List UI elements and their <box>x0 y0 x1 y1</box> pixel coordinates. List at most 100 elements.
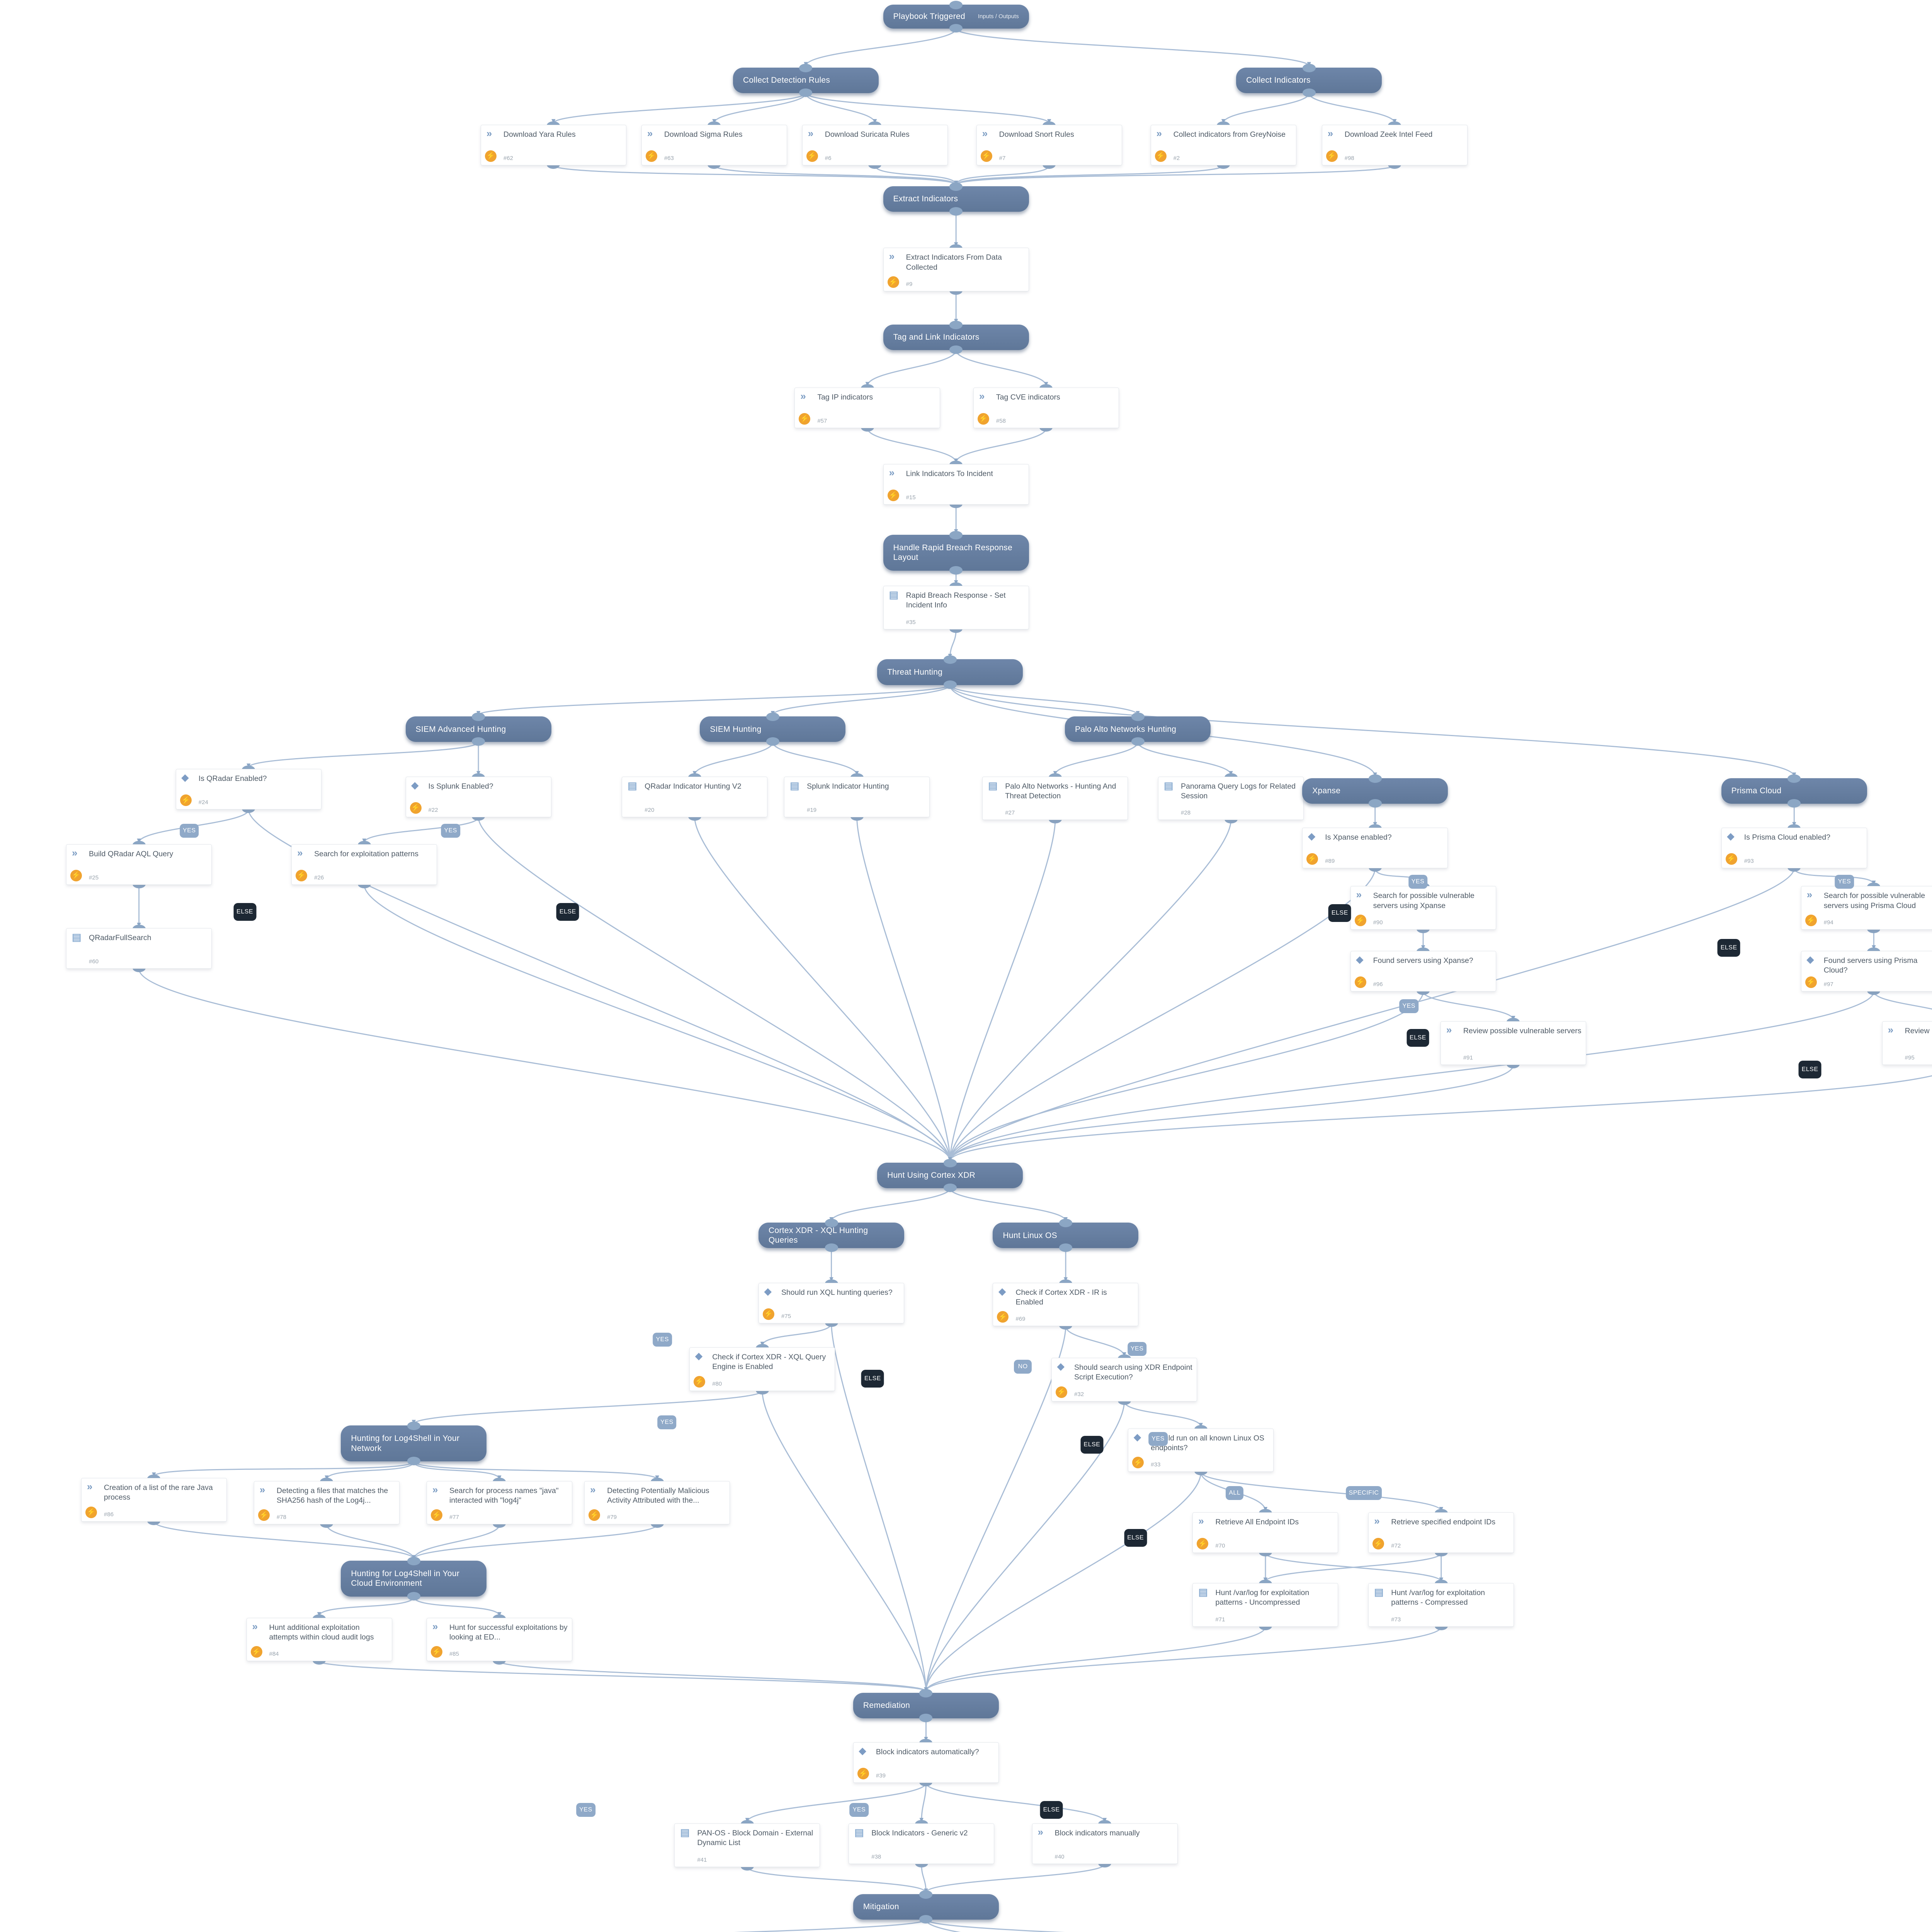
task-is-splunk-enabled[interactable]: ◆Is Splunk Enabled?⚡#22 <box>405 776 551 817</box>
task-check-cortex-xdr-ir[interactable]: ◆Check if Cortex XDR - IR is Enabled⚡#69 <box>993 1282 1139 1327</box>
task-hunt-varlog-compressed[interactable]: ▤Hunt /var/log for exploitation patterns… <box>1368 1583 1514 1627</box>
task-is-qradar-enabled[interactable]: ◆Is QRadar Enabled?⚡#24 <box>175 769 321 810</box>
section-title: Threat Hunting <box>887 667 943 677</box>
edge-label-b-linux-specific: SPECIFIC <box>1345 1486 1382 1500</box>
section-tag-and-link-indicators[interactable]: Tag and Link Indicators <box>883 324 1029 350</box>
task-title: Should run on all known Linux OS endpoin… <box>1151 1434 1265 1452</box>
task-rbr-set-incident-info[interactable]: ▤Rapid Breach Response - Set Incident In… <box>883 586 1029 629</box>
task-number: #93 <box>1744 857 1754 864</box>
task-title: Should run XQL hunting queries? <box>781 1288 893 1297</box>
sub-playbook-icon: ▤ <box>790 779 799 791</box>
section-xpanse[interactable]: Xpanse <box>1302 778 1448 804</box>
task-block-indicators-generic-v2[interactable]: ▤Block Indicators - Generic v2#38 <box>849 1823 995 1864</box>
section-handle-rbr-layout[interactable]: Handle Rapid Breach Response Layout <box>883 534 1029 571</box>
section-extract-indicators[interactable]: Extract Indicators <box>883 186 1029 212</box>
task-retrieve-all-endpoint-ids[interactable]: »Retrieve All Endpoint IDs⚡#70 <box>1192 1512 1338 1553</box>
task-xpanse-search-vulnerable[interactable]: »Search for possible vulnerable servers … <box>1350 886 1496 930</box>
task-search-exploitation-patterns[interactable]: »Search for exploitation patterns⚡#26 <box>291 844 437 885</box>
task-number: #20 <box>645 806 655 813</box>
task-link-indicators-to-incident[interactable]: »Link Indicators To Incident⚡#15 <box>883 464 1029 505</box>
task-prisma-search-vulnerable[interactable]: »Search for possible vulnerable servers … <box>1801 886 1932 930</box>
task-extract-indicators-from-data[interactable]: »Extract Indicators From Data Collected⚡… <box>883 248 1029 292</box>
action-chevron-icon: » <box>808 127 814 139</box>
section-title: Extract Indicators <box>893 194 958 204</box>
task-title: Hunt additional exploitation attempts wi… <box>269 1623 374 1641</box>
section-cortex-xdr-xql-hunting-queries[interactable]: Cortex XDR - XQL Hunting Queries <box>759 1223 905 1248</box>
action-chevron-icon: » <box>252 1620 258 1632</box>
task-qradarfullsearch[interactable]: ▤QRadarFullSearch#60 <box>66 928 212 969</box>
task-number: #28 <box>1181 810 1191 816</box>
section-siem-advanced-hunting[interactable]: SIEM Advanced Hunting <box>405 716 551 742</box>
action-chevron-icon: » <box>1374 1515 1380 1527</box>
task-creation-rare-java[interactable]: »Creation of a list of the rare Java pro… <box>81 1478 227 1522</box>
edge-label-b-xpanse-yes: YES <box>1408 874 1428 889</box>
task-hunt-varlog-uncompressed[interactable]: ▤Hunt /var/log for exploitation patterns… <box>1192 1583 1338 1627</box>
task-build-qradar-aql-query[interactable]: »Build QRadar AQL Query⚡#25 <box>66 844 212 885</box>
section-palo-alto-networks-hunting[interactable]: Palo Alto Networks Hunting <box>1065 716 1211 742</box>
section-hunt-using-cortex-xdr[interactable]: Hunt Using Cortex XDR <box>877 1162 1023 1188</box>
task-number: #35 <box>906 619 916 626</box>
task-found-servers-prisma[interactable]: ◆Found servers using Prisma Cloud?⚡#97 <box>1801 951 1932 992</box>
task-number: #33 <box>1151 1461 1161 1468</box>
task-title: Is QRadar Enabled? <box>198 774 267 783</box>
task-download-suricata-rules[interactable]: »Download Suricata Rules⚡#6 <box>802 124 948 165</box>
quiet-mode-lightning-icon: ⚡ <box>997 1311 1009 1323</box>
section-siem-hunting[interactable]: SIEM Hunting <box>700 716 846 742</box>
section-threat-hunting[interactable]: Threat Hunting <box>877 659 1023 685</box>
task-should-run-xql-queries[interactable]: ◆Should run XQL hunting queries?⚡#75 <box>759 1282 905 1323</box>
task-found-servers-xpanse[interactable]: ◆Found servers using Xpanse?⚡#96 <box>1350 951 1496 992</box>
task-panorama-query-logs[interactable]: ▤Panorama Query Logs for Related Session… <box>1158 776 1304 820</box>
task-hunt-additional-cloud-audit[interactable]: » Hunt additional exploitation attempts w… <box>246 1617 392 1662</box>
task-detecting-malicious-activity[interactable]: »Detecting Potentially Malicious Activit… <box>584 1481 730 1525</box>
task-is-xpanse-enabled[interactable]: ◆Is Xpanse enabled?⚡#89 <box>1302 827 1448 868</box>
task-number: #38 <box>871 1854 881 1860</box>
task-title: Download Zeek Intel Feed <box>1344 130 1433 139</box>
quiet-mode-lightning-icon: ⚡ <box>250 1646 262 1658</box>
task-tag-ip-indicators[interactable]: »Tag IP indicators⚡#57 <box>794 387 940 428</box>
task-check-cortex-xdr-xql-engine[interactable]: ◆Check if Cortex XDR - XQL Query Engine … <box>689 1347 835 1391</box>
task-should-search-xdr-endpoint[interactable]: ◆Should search using XDR Endpoint Script… <box>1051 1358 1197 1401</box>
task-title: Download Suricata Rules <box>825 130 910 139</box>
section-hunting-log4shell-network[interactable]: Hunting for Log4Shell in Your Network <box>341 1425 487 1462</box>
task-block-indicators-automatically[interactable]: ◆Block indicators automatically?⚡#39 <box>853 1742 999 1783</box>
condition-diamond-icon: ◆ <box>998 1286 1006 1297</box>
task-search-process-java[interactable]: »Search for process names "java" interac… <box>426 1481 572 1525</box>
section-prisma-cloud[interactable]: Prisma Cloud <box>1721 778 1867 804</box>
task-review-vulnerable-xpanse[interactable]: »Review possible vulnerable servers#91 <box>1440 1021 1586 1065</box>
task-download-snort-rules[interactable]: »Download Snort Rules⚡#7 <box>976 124 1122 165</box>
task-download-sigma-rules[interactable]: »Download Sigma Rules⚡#63 <box>641 124 787 165</box>
task-download-yara-rules[interactable]: »Download Yara Rules⚡#62 <box>480 124 626 165</box>
task-title: Hunt /var/log for exploitation patterns … <box>1391 1588 1485 1607</box>
task-collect-indicators-greynoise[interactable]: »Collect indicators from GreyNoise⚡#2 <box>1150 124 1296 165</box>
task-detecting-files-sha256[interactable]: »Detecting a files that matches the SHA2… <box>253 1481 400 1525</box>
task-retrieve-specified-endpoint-ids[interactable]: »Retrieve specified endpoint IDs⚡#72 <box>1368 1512 1514 1553</box>
task-block-indicators-manually[interactable]: »Block indicators manually#40 <box>1032 1823 1178 1864</box>
task-number: #40 <box>1054 1854 1065 1860</box>
task-download-zeek-intel-feed[interactable]: »Download Zeek Intel Feed⚡#98 <box>1321 124 1468 165</box>
task-should-run-all-linux[interactable]: ◆Should run on all known Linux OS endpoi… <box>1128 1428 1274 1472</box>
task-title: Found servers using Prisma Cloud? <box>1823 956 1918 975</box>
condition-diamond-icon: ◆ <box>411 780 418 791</box>
task-number: #89 <box>1325 857 1335 864</box>
task-tag-cve-indicators[interactable]: »Tag CVE indicators⚡#58 <box>973 387 1119 428</box>
edge-label-b-found-xpanse-else: ELSE <box>1406 1029 1429 1047</box>
section-title: Mitigation <box>863 1902 899 1912</box>
section-hunt-linux-os[interactable]: Hunt Linux OS <box>993 1223 1139 1248</box>
action-chevron-icon: » <box>590 1483 596 1495</box>
task-pan-os-block-domain-edl[interactable]: ▤PAN-OS - Block Domain - External Dynami… <box>674 1823 820 1867</box>
task-hunt-successful-edr[interactable]: »Hunt for successful exploitations by lo… <box>426 1617 572 1662</box>
section-collect-detection-rules[interactable]: Collect Detection Rules <box>733 67 879 93</box>
section-remediation[interactable]: Remediation <box>853 1692 999 1718</box>
quiet-mode-lightning-icon: ⚡ <box>977 413 989 425</box>
task-qradar-indicator-hunting-v2[interactable]: ▤QRadar Indicator Hunting V2#20 <box>622 776 768 817</box>
task-review-vulnerable-prisma[interactable]: »Review possible vulnerable servers#95 <box>1882 1021 1932 1065</box>
task-is-prisma-cloud-enabled[interactable]: ◆Is Prisma Cloud enabled?⚡#93 <box>1721 827 1867 868</box>
section-hunting-log4shell-cloud[interactable]: Hunting for Log4Shell in Your Cloud Envi… <box>341 1560 487 1597</box>
task-splunk-indicator-hunting[interactable]: ▤Splunk Indicator Hunting#19 <box>784 776 930 817</box>
task-pan-hunting-threat-detection[interactable]: ▤Palo Alto Networks - Hunting And Threat… <box>982 776 1128 820</box>
task-number: #15 <box>906 494 916 501</box>
sub-playbook-icon: ▤ <box>1164 779 1173 791</box>
section-mitigation[interactable]: Mitigation <box>853 1894 999 1920</box>
section-collect-indicators[interactable]: Collect Indicators <box>1236 67 1382 93</box>
